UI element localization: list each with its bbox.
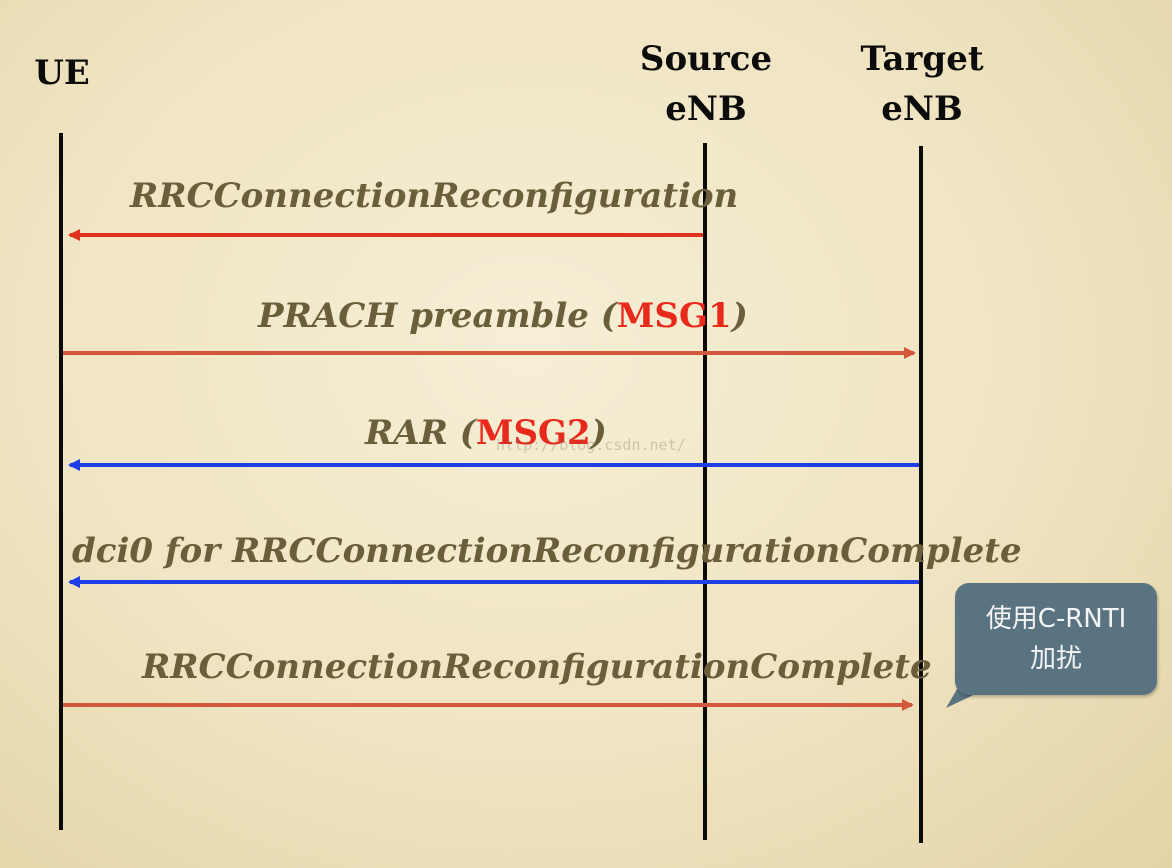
message-text: RRCConnectionReconfiguration — [130, 176, 739, 216]
message-label-rar: RAR (MSG2) — [365, 413, 607, 453]
message-text: PRACH preamble ( — [258, 296, 617, 336]
message-suffix: ) — [590, 413, 607, 453]
message-suffix: ) — [731, 296, 748, 336]
note-line1: 使用C-RNTI — [985, 604, 1127, 634]
note-callout: 使用C-RNTI 加扰 — [955, 583, 1157, 695]
participant-ue-label: UE — [34, 53, 90, 93]
participant-ue: UE — [12, 48, 112, 98]
message-label-prach-preamble: PRACH preamble (MSG1) — [258, 296, 748, 336]
message-text: RRCConnectionReconfigurationComplete — [142, 647, 932, 687]
participant-source-line1: Source — [639, 39, 773, 79]
message-highlight: MSG2 — [475, 413, 591, 453]
message-label-rrc-reconfiguration-complete: RRCConnectionReconfigurationComplete — [142, 647, 932, 687]
participant-source-line2: eNB — [665, 89, 747, 129]
message-highlight: MSG1 — [616, 296, 732, 336]
message-label-rrc-reconfiguration: RRCConnectionReconfiguration — [130, 176, 738, 216]
note-line2: 加扰 — [1029, 644, 1082, 674]
message-text: dci0 for RRCConnectionReconfigurationCom… — [72, 531, 1022, 571]
participant-target-line1: Target — [860, 39, 984, 79]
message-label-dci0: dci0 for RRCConnectionReconfigurationCom… — [72, 531, 1022, 571]
message-text: RAR ( — [365, 413, 476, 453]
participant-target-enb: Target eNB — [842, 34, 1002, 134]
participant-source-enb: Source eNB — [626, 34, 786, 134]
watermark: http://blog.csdn.net/ — [496, 436, 686, 454]
participant-target-line2: eNB — [881, 89, 963, 129]
